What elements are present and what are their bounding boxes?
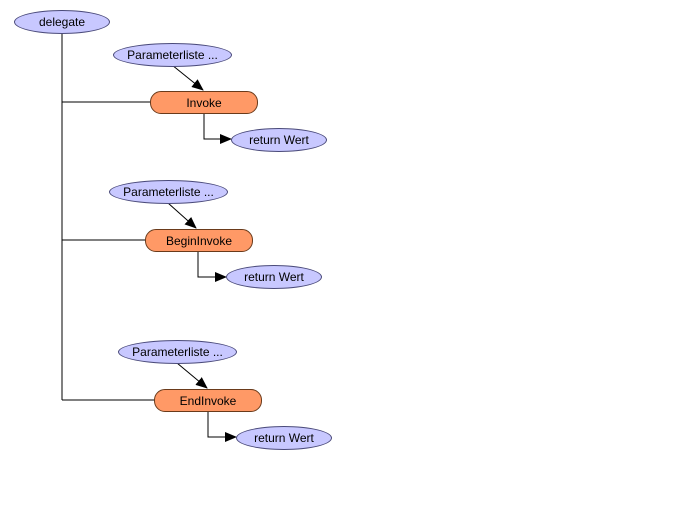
endinvoke-params-node[interactable]: Parameterliste ... [118,340,237,364]
invoke-params-node[interactable]: Parameterliste ... [113,43,232,67]
begininvoke-params-node[interactable]: Parameterliste ... [109,180,228,204]
begininvoke-return-node[interactable]: return Wert [226,265,322,289]
begininvoke-node[interactable]: BeginInvoke [145,229,253,252]
arrow-begininvoke-to-return [197,252,227,282]
invoke-return-node[interactable]: return Wert [231,128,327,152]
arrow-params-to-endinvoke [176,362,208,389]
endinvoke-node[interactable]: EndInvoke [154,389,262,412]
arrow-params-to-begininvoke [167,202,197,229]
delegate-node[interactable]: delegate [14,10,110,34]
invoke-node[interactable]: Invoke [150,91,258,114]
arrow-invoke-to-return [203,114,232,144]
arrow-params-to-invoke [171,64,204,91]
endinvoke-return-node[interactable]: return Wert [236,426,332,450]
arrow-endinvoke-to-return [207,412,237,442]
